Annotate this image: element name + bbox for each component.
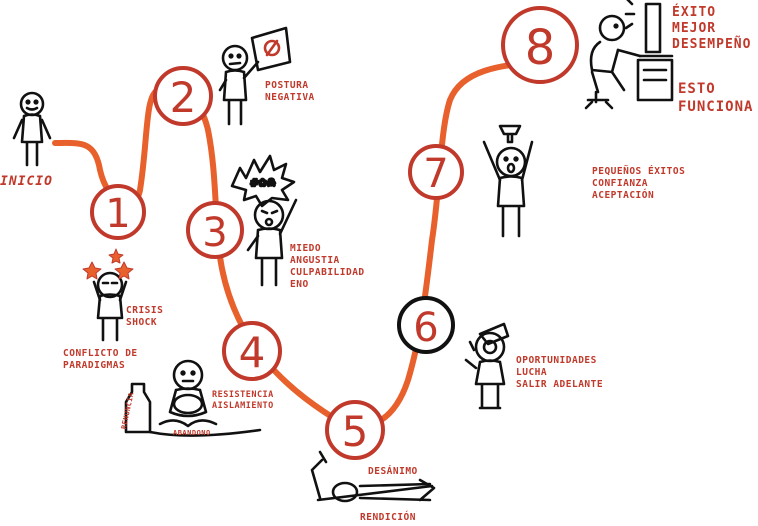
- label-inicio: INICIO: [0, 174, 53, 189]
- person-with-telescope-icon: [464, 322, 510, 410]
- stage-8-number: 8: [525, 20, 556, 76]
- person-with-sign-icon: [218, 26, 292, 126]
- label-esto-funciona: ESTO FUNCIONA: [678, 81, 754, 115]
- stage-6-node: 6: [397, 296, 455, 354]
- stage-5-circle: [325, 400, 385, 460]
- shocked-person-icon: [82, 248, 134, 342]
- angry-person-icon: #✿☠: [230, 154, 298, 287]
- collapsed-person-icon: [310, 450, 436, 503]
- label-conflicto-paradigmas: CONFLICTO DE PARADIGMAS: [63, 348, 138, 371]
- celebrating-person-icon: [482, 124, 534, 238]
- stage-2-number: 2: [170, 73, 197, 122]
- stage-3-node: 3: [186, 201, 244, 259]
- stage-1-node: 1: [90, 184, 146, 240]
- stage-8-node: 8: [501, 6, 579, 84]
- label-postura-negativa: POSTURA NEGATIVA: [265, 80, 315, 103]
- stage-6-circle: [397, 296, 455, 354]
- label-resistencia-aislamiento: RESISTENCIA AISLAMIENTO: [212, 390, 274, 411]
- label-rendicion: RENDICIÓN: [360, 512, 416, 523]
- stage-8-circle: [501, 6, 579, 84]
- person-at-computer-icon: [584, 0, 674, 110]
- label-miedo-angustia: MIEDO ANGUSTIA CULPABILIDAD ENO: [290, 243, 365, 290]
- stage-5-number: 5: [342, 407, 369, 456]
- stage-5-node: 5: [325, 400, 385, 460]
- stage-4-number: 4: [239, 328, 266, 377]
- stage-1-circle: [90, 184, 146, 240]
- stage-2-node: 2: [153, 66, 213, 126]
- stage-7-circle: [408, 144, 464, 200]
- label-oportunidades: OPORTUNIDADES LUCHA SALIR ADELANTE: [516, 355, 604, 390]
- sitting-person-icon: [124, 359, 262, 437]
- stage-7-node: 7: [408, 144, 464, 200]
- stage-2-circle: [153, 66, 213, 126]
- stage-3-circle: [186, 201, 244, 259]
- label-desanimo: DESÁNIMO: [368, 466, 418, 477]
- stage-6-number: 6: [413, 305, 438, 351]
- stage-7-number: 7: [423, 151, 448, 197]
- svg-text:#✿☠: #✿☠: [250, 178, 276, 189]
- label-abandono: ABANDONO: [173, 429, 211, 437]
- label-exito: ÉXITO MEJOR DESEMPEÑO: [672, 5, 752, 52]
- stage-3-number: 3: [202, 210, 227, 256]
- label-pequenos-exitos: PEQUEÑOS ÉXITOS CONFIANZA ACEPTACIÓN: [592, 166, 686, 201]
- stage-1-number: 1: [105, 191, 130, 237]
- start-person-icon: [12, 91, 52, 167]
- stage-4-node: 4: [222, 321, 282, 381]
- label-crisis-shock: CRISIS SHOCK: [126, 305, 164, 328]
- stage-4-circle: [222, 321, 282, 381]
